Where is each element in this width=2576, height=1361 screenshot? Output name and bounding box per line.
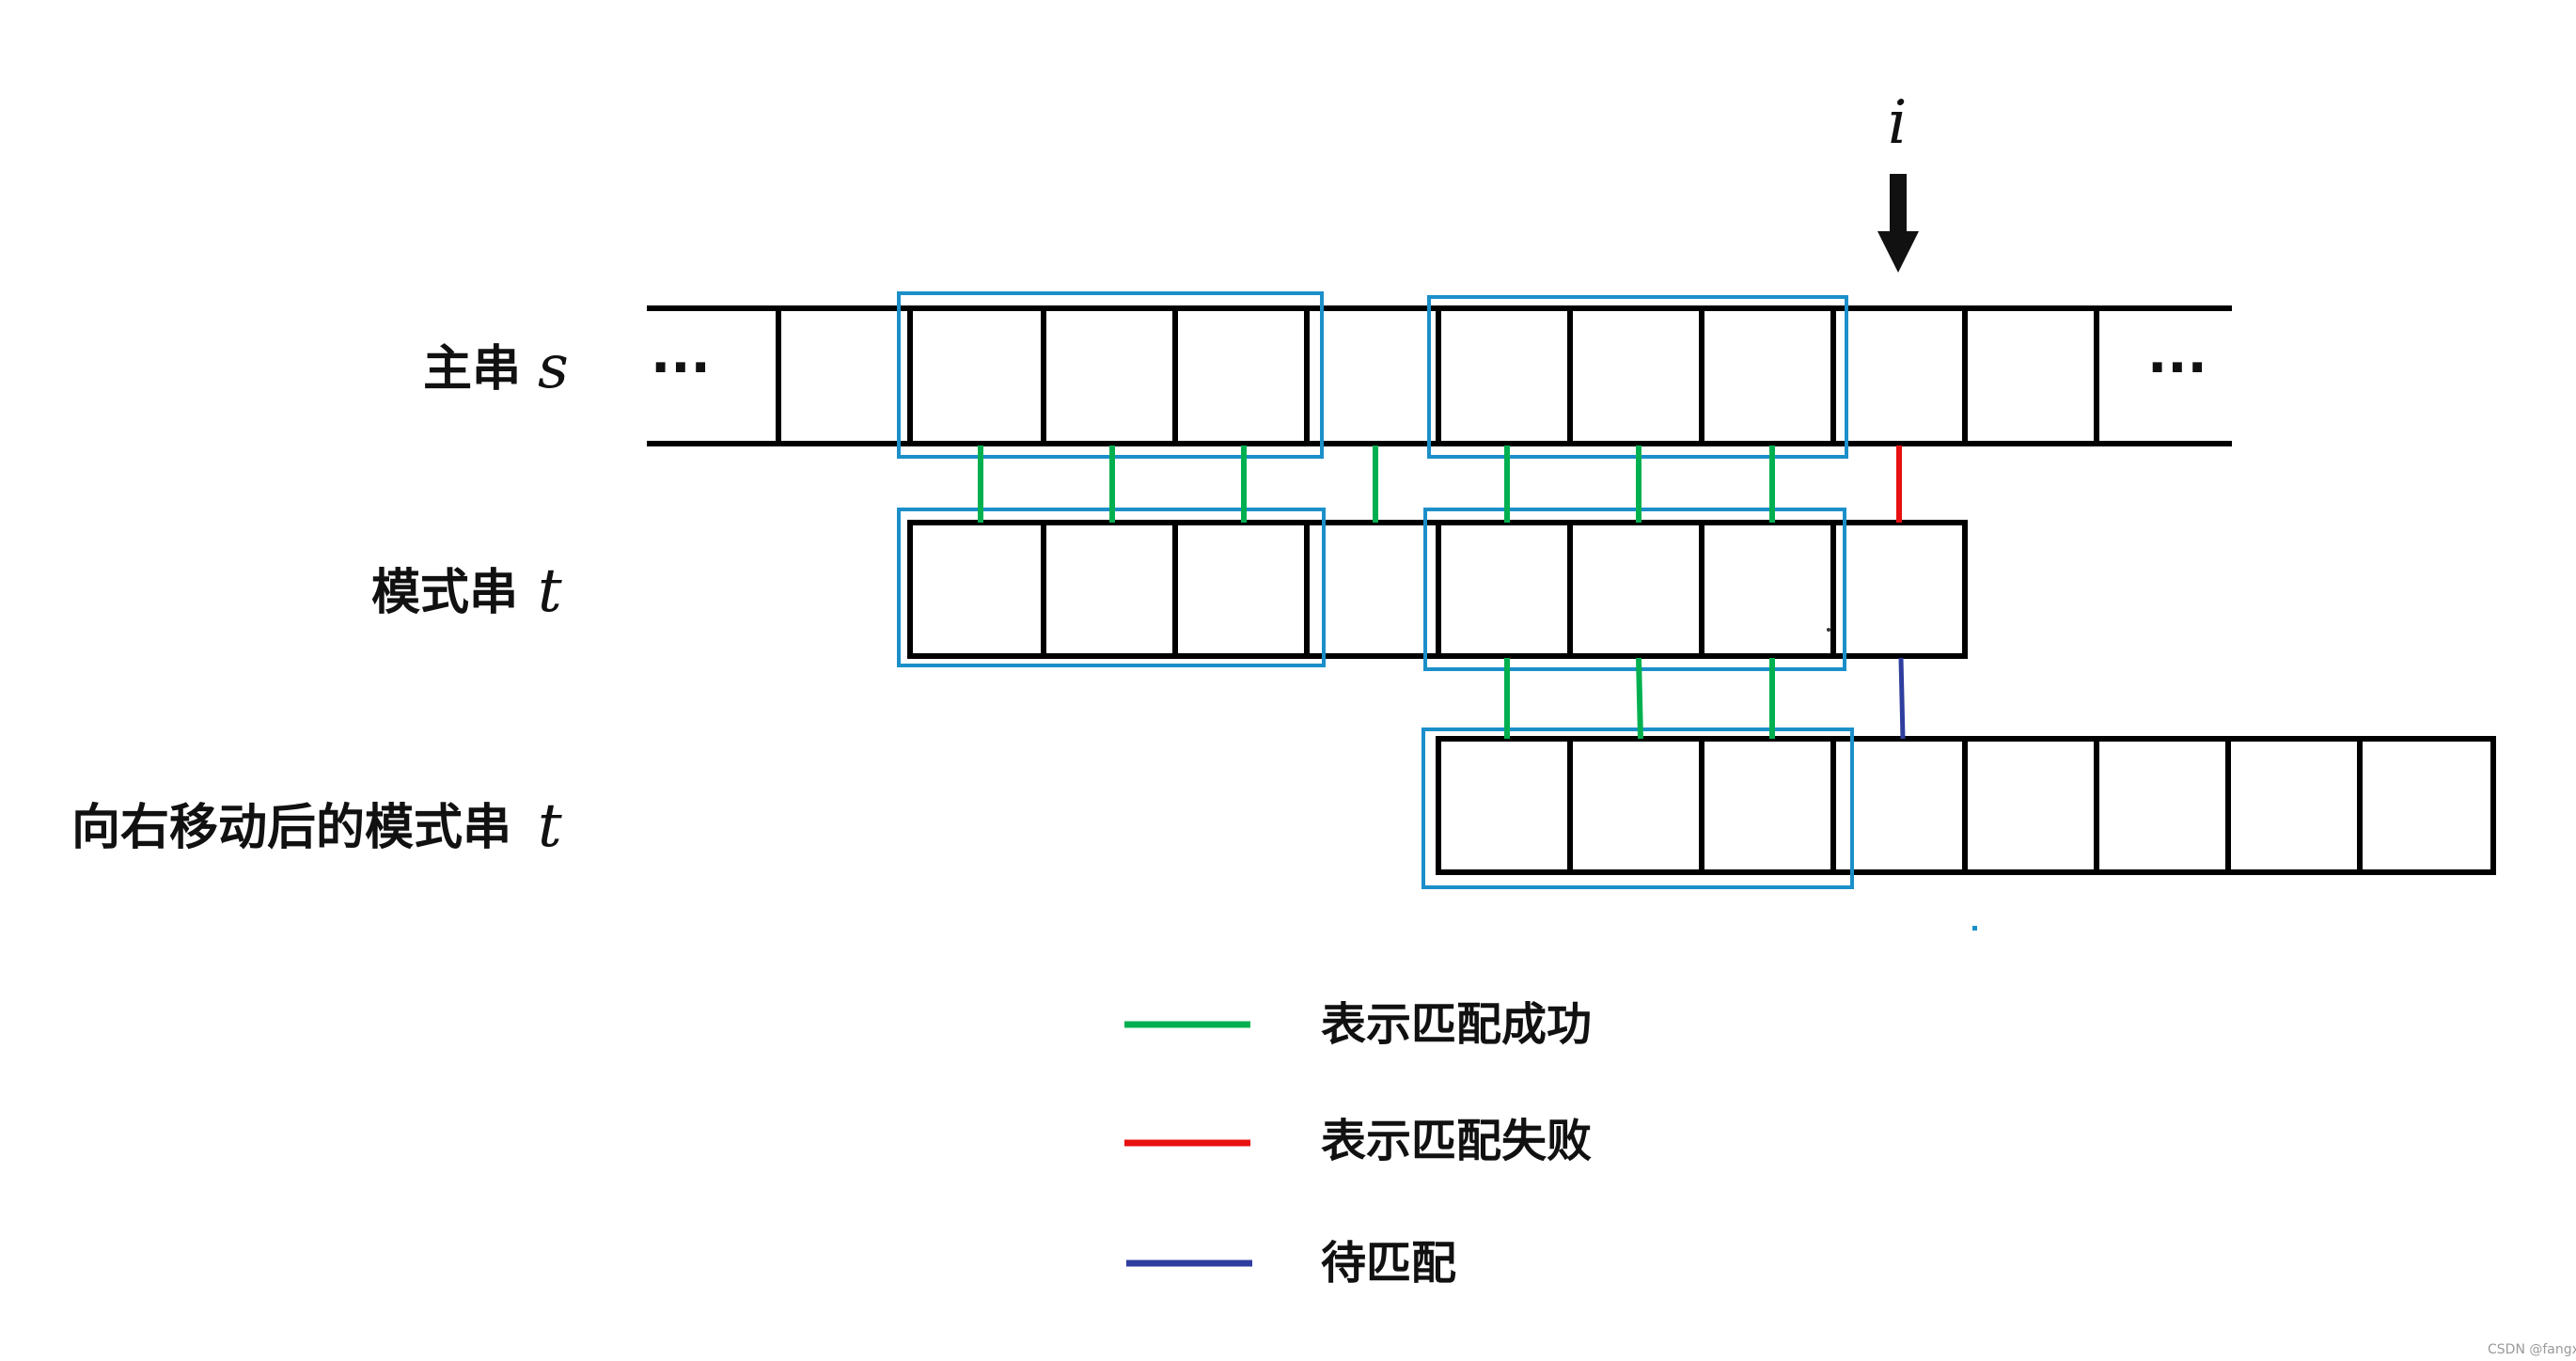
label-pattern-var: t bbox=[538, 556, 562, 626]
label-main-string: 主串 bbox=[423, 341, 521, 398]
pattern-row bbox=[907, 520, 1968, 659]
watermark: CSDN @fangxs bbox=[2488, 1342, 2576, 1357]
legend-label-success: 表示匹配成功 bbox=[1321, 998, 1592, 1051]
highlight-box-pattern-prefix bbox=[897, 508, 1326, 667]
success-connectors bbox=[978, 446, 1775, 740]
pointer-arrow-icon bbox=[1877, 174, 1919, 273]
label-shifted-pattern: 向右移动后的模式串 bbox=[71, 800, 511, 856]
highlight-box-shifted-prefix bbox=[1422, 727, 1854, 889]
label-main-var: s bbox=[538, 333, 569, 402]
label-shifted-var: t bbox=[538, 791, 562, 861]
legend: 表示匹配成功 表示匹配失败 待匹配 bbox=[1124, 998, 1592, 1290]
main-string-row bbox=[647, 305, 2232, 446]
ellipsis-left: ··· bbox=[651, 337, 711, 399]
shifted-pattern-row bbox=[1436, 736, 2496, 875]
legend-label-failure: 表示匹配失败 bbox=[1321, 1115, 1592, 1167]
legend-label-pending: 待匹配 bbox=[1321, 1237, 1456, 1290]
stray-dot-2 bbox=[1972, 926, 1977, 931]
pointer-label: i bbox=[1888, 88, 1907, 158]
highlight-box-pattern-suffix bbox=[1423, 508, 1846, 671]
highlight-box-main-suffix bbox=[1427, 295, 1848, 459]
pending-connector bbox=[1898, 657, 1906, 740]
stray-dot-1 bbox=[1827, 628, 1830, 632]
ellipsis-right: ··· bbox=[2147, 337, 2207, 399]
highlight-box-main-prefix bbox=[897, 291, 1324, 459]
label-pattern: 模式串 bbox=[371, 565, 518, 621]
